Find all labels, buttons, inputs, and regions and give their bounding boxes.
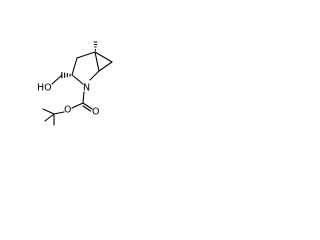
bond-c3-n2 <box>71 74 84 85</box>
ring-nitrogen-label: N <box>83 83 90 94</box>
bond-ch2-o <box>51 74 63 85</box>
bond-c5-c6 <box>94 51 113 63</box>
hydroxyl-label: HO <box>37 83 52 94</box>
ester-oxygen-label: O <box>64 105 71 116</box>
bond-n-carbonyl <box>82 91 85 104</box>
bond-c4-c3 <box>71 57 78 76</box>
bond-carbonyl-o-double-a <box>82 102 93 110</box>
bond-carbonyl-o-single <box>71 102 84 109</box>
boc-azabicyclohexane-structure: HO N O O <box>37 41 113 126</box>
bond-carbonyl-o-double-b <box>82 105 92 112</box>
c3-ch2-dashed-wedge <box>61 71 71 79</box>
bond-n2-c1 <box>89 70 100 81</box>
bond-tbu-methyl-left <box>44 113 55 122</box>
bond-c1-c5 <box>94 51 100 72</box>
bond-o-tbu <box>53 111 65 115</box>
c5-methyl-dashed-wedge <box>93 41 98 52</box>
bond-c5-c4 <box>76 51 96 59</box>
bond-tbu-methyl-up <box>42 108 55 115</box>
carbonyl-oxygen-label: O <box>92 107 99 118</box>
bond-c6-c1 <box>98 61 113 72</box>
